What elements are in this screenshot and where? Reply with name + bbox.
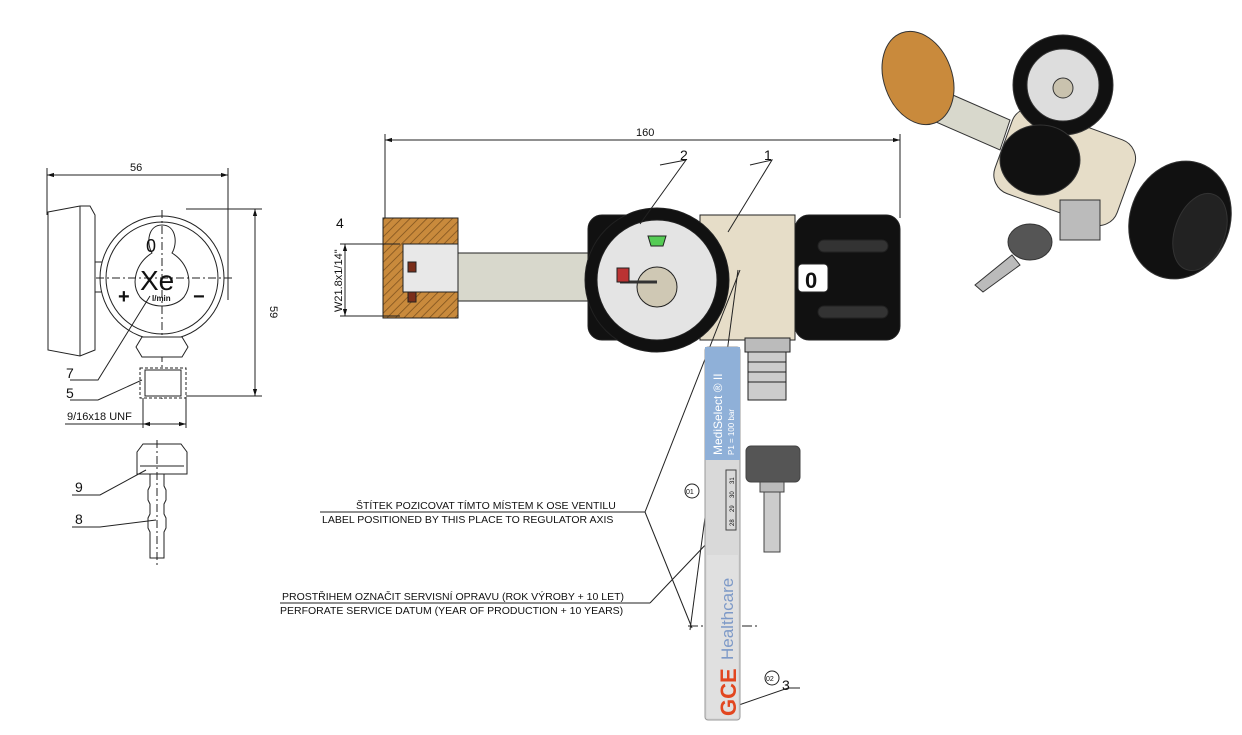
minus-mark: − <box>193 286 205 308</box>
brass-nut-3d <box>881 30 955 126</box>
dim-56: 56 <box>130 162 142 174</box>
year-31: 31 <box>730 477 736 484</box>
part-8: 8 <box>75 511 83 527</box>
side-view <box>46 168 262 428</box>
dim-59: 59 <box>267 306 279 318</box>
label-brand: Healthcare <box>718 578 737 660</box>
callout-01: 01 <box>686 489 694 496</box>
main-view <box>280 134 901 707</box>
part-3: 3 <box>782 677 790 693</box>
note-label-cz: ŠTÍTEK POZICOVAT TÍMTO MÍSTEM K OSE VENT… <box>356 499 616 512</box>
product-label-strip <box>704 346 741 721</box>
callout-02: 02 <box>766 676 774 683</box>
plus-mark: + <box>118 286 130 308</box>
note-service-en: PERFORATE SERVICE DATUM (YEAR OF PRODUCT… <box>280 605 623 617</box>
unit-label: l/min <box>152 294 171 303</box>
label-product: MediSelect ® II <box>711 373 725 455</box>
knob-side-body <box>47 205 96 357</box>
dim-160: 160 <box>636 127 654 139</box>
part-7: 7 <box>66 365 74 381</box>
gas-symbol: Xe <box>140 265 174 296</box>
zero-mark: 0 <box>146 236 156 256</box>
thread-main-label: W21.8x1/14" <box>333 249 345 312</box>
gce-logo: GCE <box>716 668 741 716</box>
callout-circle-01 <box>684 483 700 499</box>
knob-zero: 0 <box>805 268 817 293</box>
year-28: 28 <box>730 519 736 526</box>
part-9: 9 <box>75 479 83 495</box>
hose-barb-view <box>72 440 188 565</box>
label-pressure: P1 = 100 bar <box>727 409 736 455</box>
part-5: 5 <box>66 385 74 401</box>
part-4: 4 <box>336 215 344 231</box>
hose-barb-3d <box>745 445 801 553</box>
note-label-en: LABEL POSITIONED BY THIS PLACE TO REGULA… <box>322 514 613 526</box>
thread-side-label: 9/16x18 UNF <box>67 411 132 423</box>
year-29: 29 <box>730 505 736 512</box>
year-30: 30 <box>730 491 736 498</box>
part-2: 2 <box>680 147 688 163</box>
year-boxes: 31 30 29 28 <box>725 469 737 531</box>
callout-circle-02 <box>764 670 780 686</box>
isometric-view <box>881 30 1232 293</box>
part-1: 1 <box>764 147 772 163</box>
note-service-cz: PROSTŘIHEM OZNAČIT SERVISNÍ OPRAVU (ROK … <box>282 590 624 603</box>
